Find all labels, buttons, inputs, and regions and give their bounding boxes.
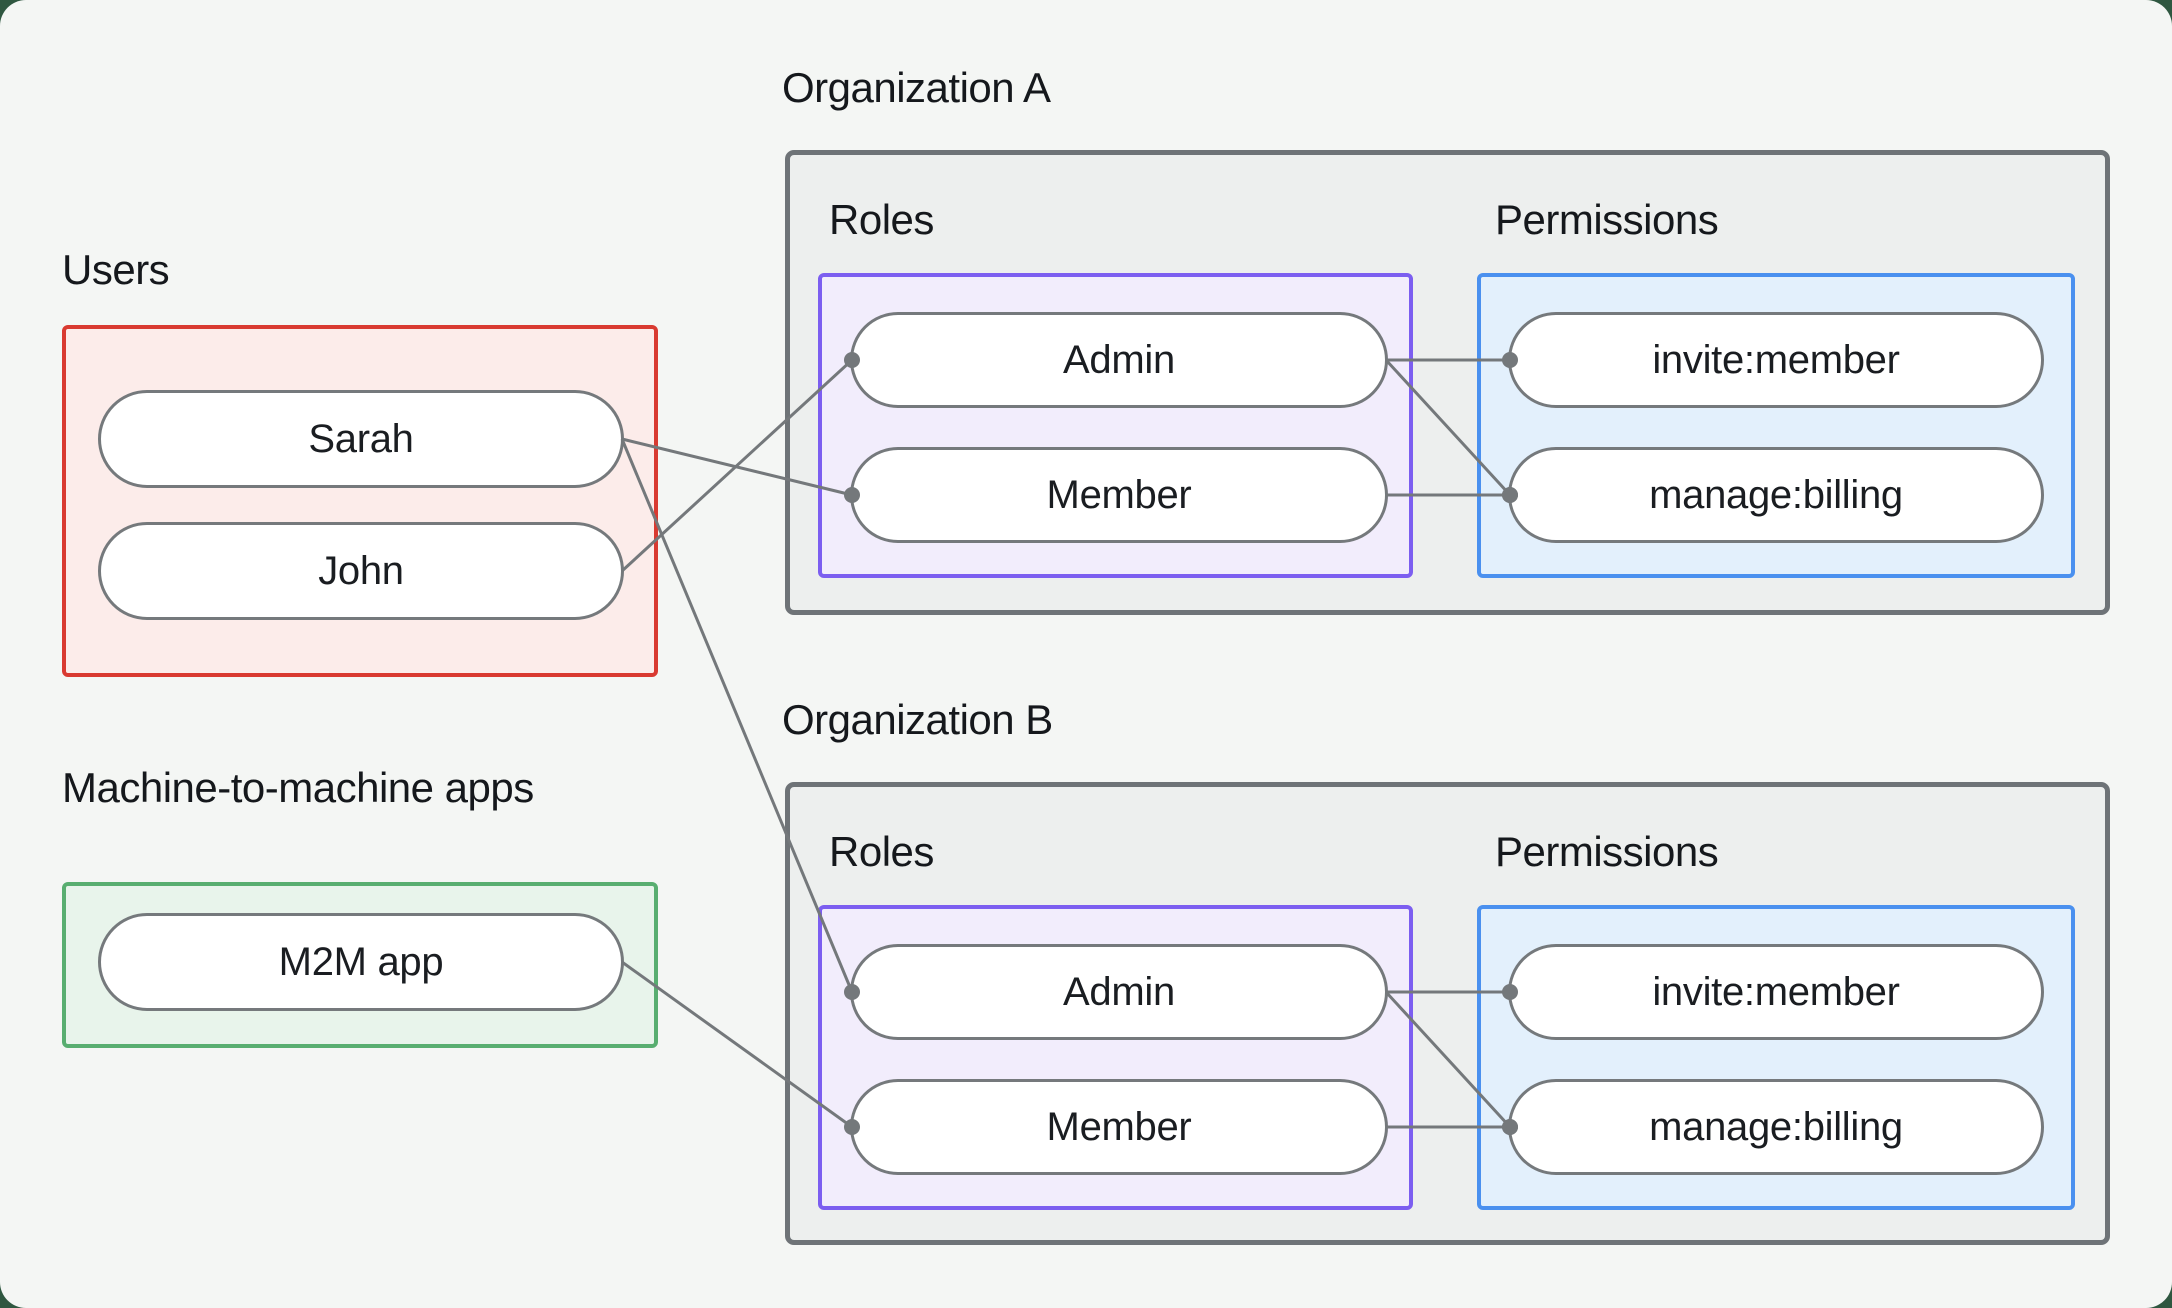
- organization-b-permissions-label: Permissions: [1495, 828, 1719, 875]
- users-group-box: [62, 325, 658, 677]
- org-a-role-member: Member: [850, 447, 1388, 543]
- org-b-permission-manage-billing: manage:billing: [1508, 1079, 2044, 1175]
- org-a-role-admin: Admin: [850, 312, 1388, 408]
- org-a-permission-invite-member: invite:member: [1508, 312, 2044, 408]
- users-section-label: Users: [62, 246, 170, 293]
- org-b-role-admin: Admin: [850, 944, 1388, 1040]
- organization-b-roles-label: Roles: [829, 828, 934, 875]
- organization-b-title: Organization B: [782, 696, 1053, 743]
- organization-a-title: Organization A: [782, 64, 1051, 111]
- org-b-role-member: Member: [850, 1079, 1388, 1175]
- user-node-john: John: [98, 522, 624, 620]
- m2m-section-label: Machine-to-machine apps: [62, 764, 534, 811]
- organization-a-permissions-label: Permissions: [1495, 196, 1719, 243]
- organization-a-roles-label: Roles: [829, 196, 934, 243]
- user-node-sarah: Sarah: [98, 390, 624, 488]
- org-b-permission-invite-member: invite:member: [1508, 944, 2044, 1040]
- m2m-app-node: M2M app: [98, 913, 624, 1011]
- org-a-permission-manage-billing: manage:billing: [1508, 447, 2044, 543]
